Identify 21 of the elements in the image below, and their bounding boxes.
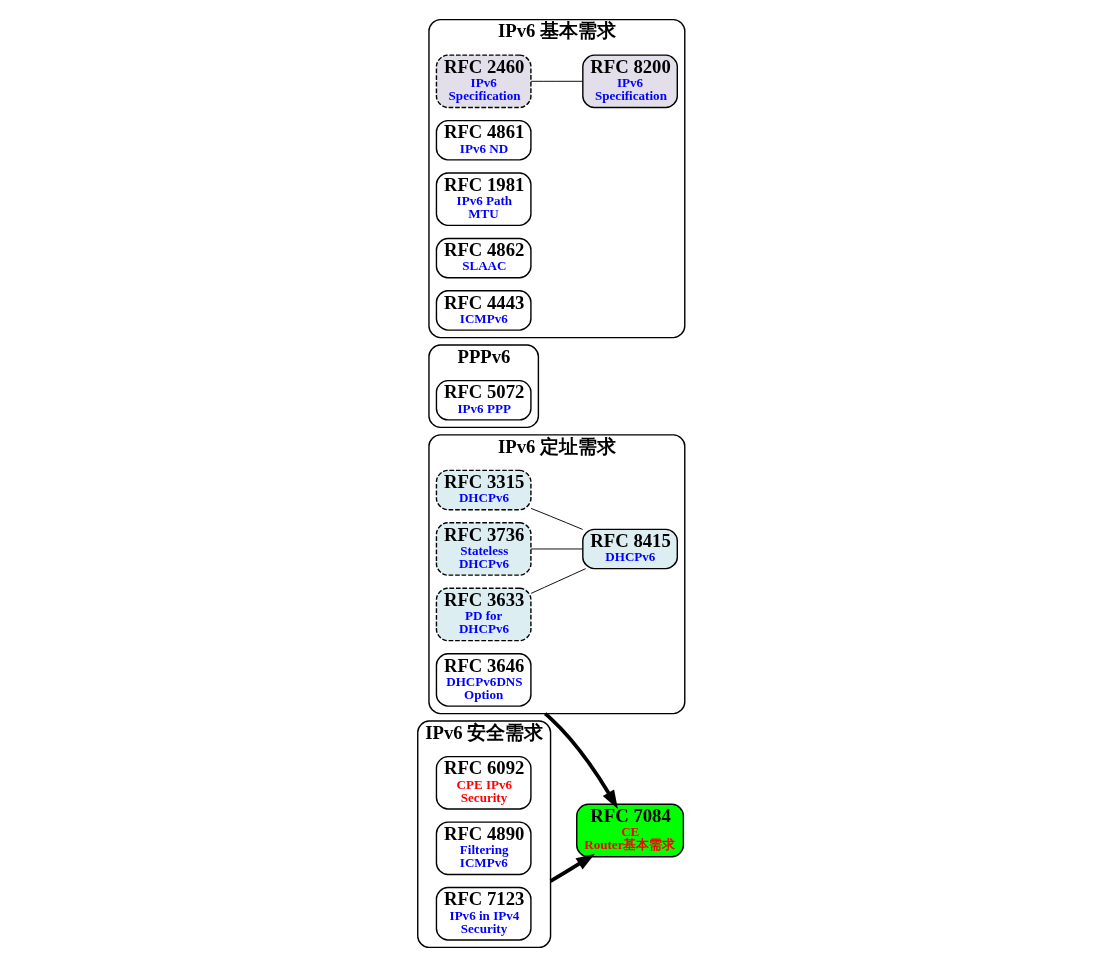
node-box: RFC 4443 ICMPv6: [435, 290, 532, 331]
node-box: RFC 4862 SLAAC: [435, 237, 532, 279]
node-box: RFC 7123 IPv6 in IPv4 Security: [435, 886, 532, 941]
node-box: RFC 3736 Stateless DHCPv6: [435, 522, 532, 576]
connector: [530, 507, 584, 530]
arrow: [549, 853, 595, 883]
connector: [530, 80, 584, 82]
node-box: RFC 4890 Filtering ICMPv6: [435, 821, 532, 876]
node-box: RFC 6092 CPE IPv6 Security: [435, 755, 532, 810]
node-box: RFC 8200 IPv6 Specification: [582, 54, 678, 109]
node-box: RFC 3646 DHCPv6DNS Option: [435, 653, 532, 707]
node-box: RFC 7084 CE Router基本需求: [576, 803, 685, 858]
node-box: RFC 2460 IPv6 Specification: [435, 54, 532, 109]
node-box: RFC 1981 IPv6 Path MTU: [435, 172, 532, 227]
connector: [530, 548, 584, 550]
node-box: RFC 4861 IPv6 ND: [435, 119, 532, 161]
node-box: RFC 3315 DHCPv6: [435, 469, 532, 511]
node-box: RFC 5072 IPv6 PPP: [435, 379, 532, 421]
connector: [530, 568, 587, 594]
node-box: RFC 8415 DHCPv6: [582, 528, 678, 570]
node-box: RFC 3633 PD for DHCPv6: [435, 587, 532, 642]
